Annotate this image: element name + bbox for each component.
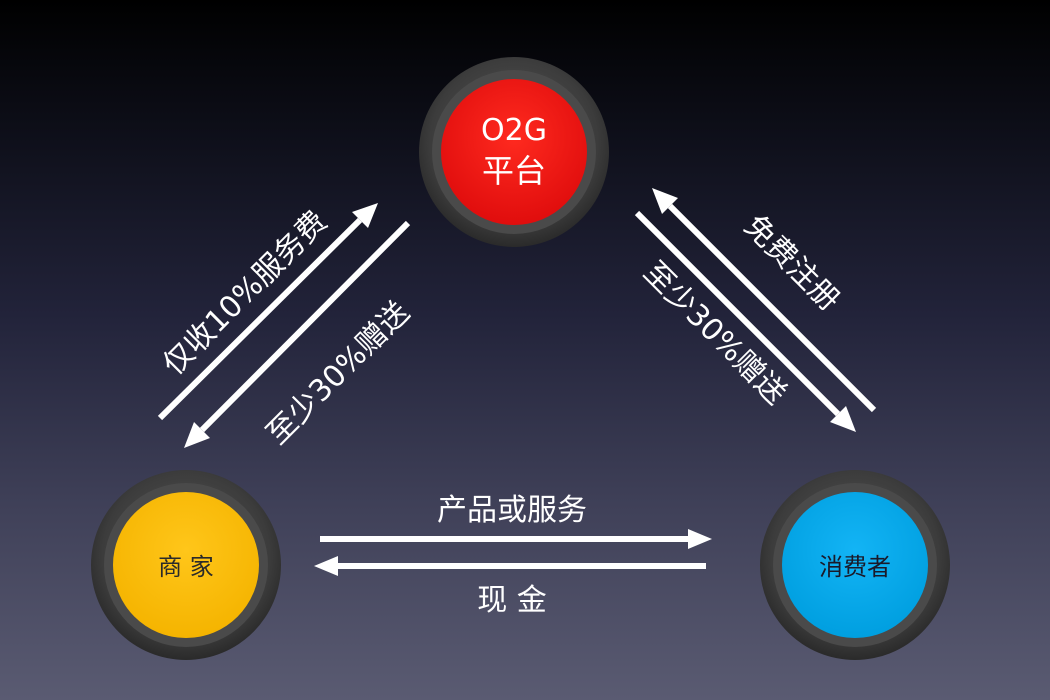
consumer-node-label: 消费者 bbox=[819, 553, 891, 581]
arrowhead-up-left-icon bbox=[652, 188, 678, 214]
platform-node-line2: 平台 bbox=[482, 152, 546, 190]
platform-node-line1: O2G bbox=[481, 113, 547, 148]
label-platform-to-merchant: 至少30%赠送 bbox=[260, 295, 417, 452]
consumer-node-core bbox=[782, 492, 928, 638]
label-merchant-to-platform: 仅收10%服务费 bbox=[156, 204, 334, 382]
arrowhead-right-icon bbox=[688, 529, 712, 549]
arrowhead-down-left-icon bbox=[184, 422, 210, 448]
arrow-platform-to-merchant bbox=[184, 220, 411, 448]
label-platform-to-consumer: 至少30%赠送 bbox=[636, 255, 793, 412]
merchant-node-label: 商 家 bbox=[158, 553, 214, 581]
arrow-consumer-to-merchant bbox=[314, 556, 706, 576]
label-consumer-to-platform: 免费注册 bbox=[737, 208, 847, 318]
arrowhead-up-right-icon bbox=[352, 203, 378, 228]
label-merchant-to-consumer: 产品或服务 bbox=[437, 493, 587, 528]
consumer-node: 消费者 bbox=[760, 470, 950, 660]
arrowhead-left-icon bbox=[314, 556, 338, 576]
arrowhead-down-right-icon bbox=[830, 406, 856, 432]
platform-node-core bbox=[441, 79, 587, 225]
arrow-merchant-to-consumer bbox=[320, 529, 712, 549]
arrow-consumer-to-platform bbox=[652, 188, 877, 413]
arrow-platform-to-consumer bbox=[634, 210, 856, 432]
platform-node: O2G 平台 bbox=[419, 57, 609, 247]
merchant-node-core bbox=[113, 492, 259, 638]
label-consumer-to-merchant: 现 金 bbox=[477, 583, 547, 618]
merchant-node: 商 家 bbox=[91, 470, 281, 660]
arrow-merchant-to-platform bbox=[157, 203, 378, 421]
